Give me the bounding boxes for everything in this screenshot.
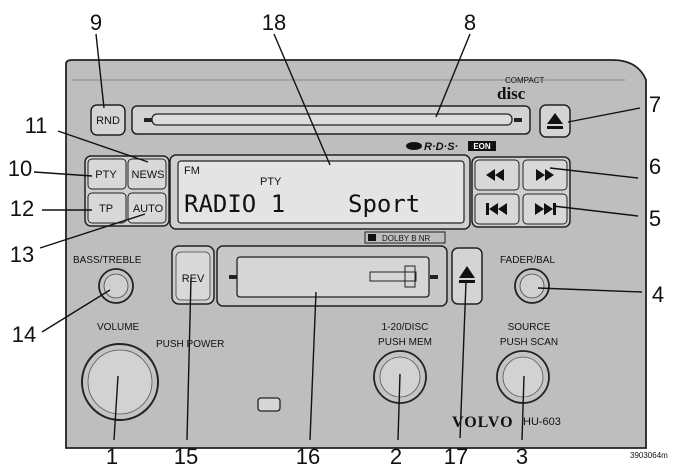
svg-text:DOLBY B NR: DOLBY B NR [382,234,431,243]
cd-slot-right-mark [514,118,522,122]
skip-back-icon [486,203,507,215]
auto-label: AUTO [133,203,164,215]
cd-slot-left-mark [144,118,152,122]
display-band: FM [184,165,200,177]
news-button[interactable] [127,158,167,190]
callout-10: 10 [8,156,32,181]
tp-button[interactable] [87,192,127,224]
callout-7: 7 [649,92,661,117]
rev-label: REV [182,273,205,285]
callout-17: 17 [444,444,468,467]
bass-treble-label: BASS/TREBLE [73,255,142,266]
rnd-button[interactable] [90,104,126,136]
model-label: HU-603 [523,416,561,428]
cassette-slot[interactable] [236,256,430,298]
display-station: RADIO 1 [184,190,285,218]
callout-2: 2 [390,444,402,467]
callout-3: 3 [516,444,528,467]
transport-cluster [471,156,571,228]
pty-button[interactable] [87,158,127,190]
news-label: NEWS [132,169,165,181]
rev-button-face [175,251,211,301]
bass-treble-knob-face [103,273,129,299]
eject-icon [459,266,475,283]
disc-label-2: PUSH MEM [378,337,432,348]
rnd-label: RND [96,115,120,127]
callout-9: 9 [90,10,102,35]
leader-lines [33,33,643,441]
push-power-label: PUSH POWER [156,339,224,350]
source-label-1: SOURCE [508,322,551,333]
callout-12: 12 [10,196,34,221]
skip-forward-icon [535,203,556,215]
fader-bal-label: FADER/BAL [500,255,555,266]
dolby-badge: DOLBY B NR [364,231,446,244]
callout-15: 15 [174,444,198,467]
brand-logo: VOLVO [452,414,514,431]
auto-button[interactable] [127,192,167,224]
callout-4: 4 [652,282,664,307]
svg-text:R·D·S·: R·D·S· [424,141,458,153]
figure-code: 3903064m [630,451,668,460]
svg-text:EON: EON [473,142,491,151]
fader-bal-knob-face [519,273,545,299]
cassette-left-mark [229,275,237,279]
callout-14: 14 [12,322,36,347]
callout-1: 1 [106,444,118,467]
cassette-right-mark [430,275,438,279]
cassette-window [369,265,417,288]
callout-16: 16 [296,444,320,467]
volume-label: VOLUME [97,322,140,333]
rds-eon-badge: R·D·S· EON [406,141,496,153]
callout-6: 6 [649,154,661,179]
rewind-icon [486,169,504,181]
volume-knob-face [87,349,153,415]
disc-logo: disc [497,84,526,103]
callout-11: 11 [25,113,48,138]
eject-icon [547,113,563,129]
indicator-light [257,397,281,412]
display-program: Sport [348,190,420,218]
callout-8: 8 [464,10,476,35]
left-button-cluster [84,155,170,227]
display-screen [177,160,465,224]
callout-18: 18 [262,10,286,35]
cd-slot[interactable] [151,113,513,126]
disc-label-1: 1-20/DISC [382,322,429,333]
fast-forward-icon [536,169,554,181]
compact-label: COMPACT [505,76,545,85]
pty-label: PTY [95,169,117,181]
tp-label: TP [99,203,113,215]
callout-5: 5 [649,206,661,231]
source-label-2: PUSH SCAN [500,337,558,348]
callout-13: 13 [10,242,34,267]
display-pty: PTY [260,176,282,188]
